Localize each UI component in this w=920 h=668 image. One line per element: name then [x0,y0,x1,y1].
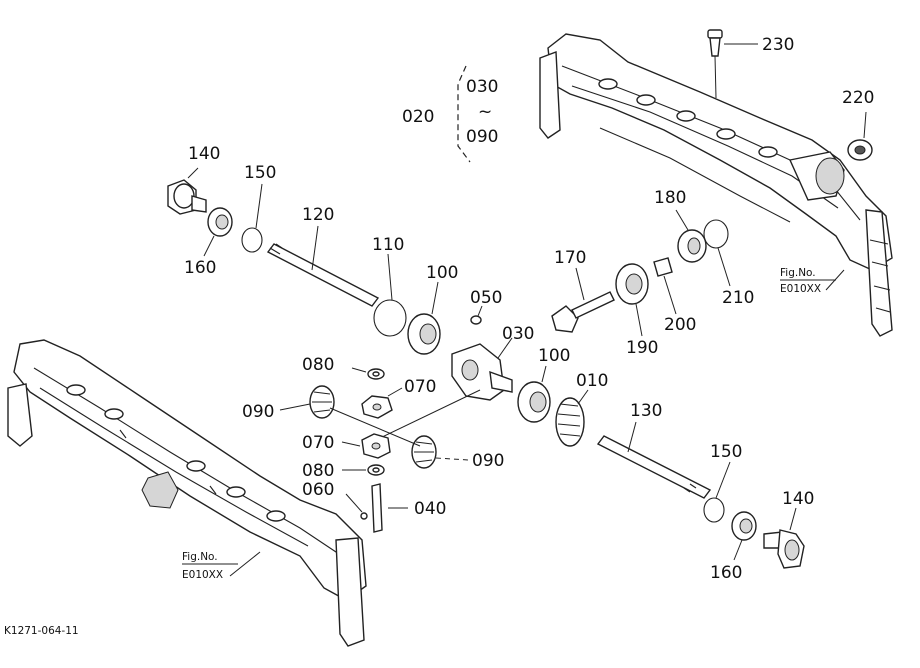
label-030-range-start: 030 [466,77,498,97]
label-210: 210 [722,288,754,308]
label-150-lower: 150 [710,442,742,462]
part-130-shaft-right [596,421,712,499]
part-170-pinion-shaft [551,267,615,333]
label-090-left: 090 [242,402,274,422]
part-090-pinion-gear-right [411,435,469,469]
label-080-upper: 080 [302,355,334,375]
label-150-upper: 150 [244,163,276,183]
part-030-diff-case [375,337,513,441]
part-200-collar [653,257,677,315]
label-200: 200 [664,315,696,335]
label-060: 060 [302,480,334,500]
part-050-pin-small [470,305,483,325]
label-010: 010 [576,371,608,391]
drawing-code: K1271-064-11 [4,625,79,637]
part-070-side-gear-bottom [341,433,391,459]
label-130: 130 [630,401,662,421]
part-120-shaft-left [266,225,380,307]
part-160-bearing-lower [731,511,757,561]
label-020: 020 [402,107,434,127]
part-230-vent-plug [707,29,758,99]
part-150-snap-ring-upper [241,183,263,253]
part-010-ring-gear [555,389,589,447]
figure-ref-lower: Fig.No. E010XX [182,551,261,581]
label-050: 050 [470,288,502,308]
label-110: 110 [372,235,404,255]
part-080-washer-bottom [342,464,385,476]
figure-ref-upper: Fig.No. E010XX [780,267,845,295]
label-030-diff-case: 030 [502,324,534,344]
part-190-bearing-pinion [615,263,649,337]
part-090-pinion-gear-left [279,385,335,419]
label-100-lower: 100 [538,346,570,366]
part-150-snap-ring-lower [703,461,731,523]
part-180-bearing-pinion [675,209,707,263]
assembly-bracket-020 [457,65,471,163]
label-100-upper: 100 [426,263,458,283]
part-060-pin [345,493,368,520]
part-220-oil-seal [847,111,873,161]
figure-ref-lower-line1: Fig.No. [182,551,218,563]
part-100-bearing-upper [407,281,441,355]
label-070-upper: 070 [404,377,436,397]
label-170: 170 [554,248,586,268]
label-180: 180 [654,188,686,208]
lower-axle-housing [7,339,367,647]
label-160-lower: 160 [710,563,742,583]
part-070-side-gear-top [361,387,403,419]
label-range-tilde: ~ [478,102,492,122]
part-100-bearing-lower [517,365,551,423]
part-140-flange-lower [763,507,805,569]
label-080-lower: 080 [302,461,334,481]
label-090-range-end: 090 [466,127,498,147]
figure-ref-lower-line2: E010XX [182,569,223,581]
label-120: 120 [302,205,334,225]
part-160-bearing-upper [203,207,233,257]
label-140-lower: 140 [782,489,814,509]
label-160-upper: 160 [184,258,216,278]
part-080-washer-top [351,367,385,380]
figure-ref-upper-line2: E010XX [780,283,821,295]
figure-ref-upper-line1: Fig.No. [780,267,816,279]
label-090-right: 090 [472,451,504,471]
part-210-o-ring [703,219,731,287]
label-230: 230 [762,35,794,55]
part-110-o-ring [373,253,407,337]
label-040: 040 [414,499,446,519]
label-190: 190 [626,338,658,358]
part-140-flange-upper [167,167,207,215]
label-220: 220 [842,88,874,108]
upper-axle-housing [539,33,893,337]
label-070-lower: 070 [302,433,334,453]
part-040-shaft-pin [371,483,408,533]
label-140-upper: 140 [188,144,220,164]
